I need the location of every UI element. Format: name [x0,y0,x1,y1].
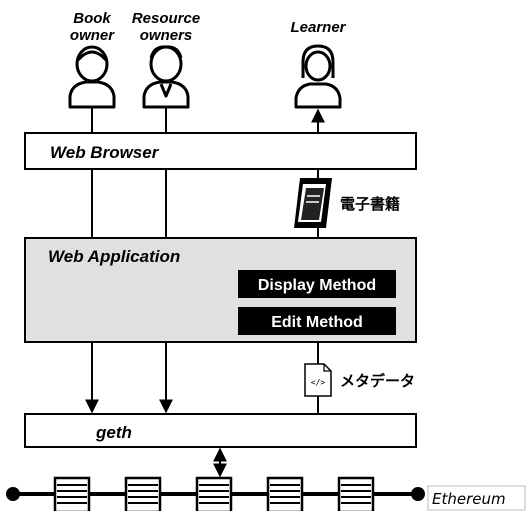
edit-method-button[interactable]: Edit Method [238,307,396,335]
ethereum-label-box [427,485,526,511]
edit-method-label: Edit Method [271,314,363,331]
block-4 [266,476,304,511]
block-5 [337,476,375,511]
web-browser-box [24,132,417,170]
ebook-icon [294,178,332,228]
block-1 [53,476,91,511]
web-application-label: Web Application [48,247,180,266]
geth-box [24,413,417,448]
chain-end-left [6,487,20,501]
geth-label: geth [95,423,132,442]
learner-person-icon [294,44,342,109]
ethereum-blockchain [6,476,425,511]
svg-text:</>: </> [311,378,326,387]
block-3 [195,476,233,511]
ebook-label: 電子書籍 [340,195,400,213]
web-browser-label: Web Browser [50,143,160,162]
book-owner-label-line2: owner [70,27,115,44]
metadata-file-icon: </> [304,363,332,397]
display-method-label: Display Method [258,277,376,294]
metadata-label: メタデータ [340,372,415,390]
ethereum-label: Ethereum [432,490,506,508]
display-method-button[interactable]: Display Method [238,270,396,298]
block-2 [124,476,162,511]
book-owner-person-icon [68,45,116,109]
resource-owners-label-line2: owners [140,27,193,44]
learner-label: Learner [290,19,346,36]
resource-owner-person-icon [142,45,190,109]
chain-end-right [411,487,425,501]
book-owner-label-line1: Book [73,10,111,27]
resource-owners-label-line1: Resource [132,10,200,27]
